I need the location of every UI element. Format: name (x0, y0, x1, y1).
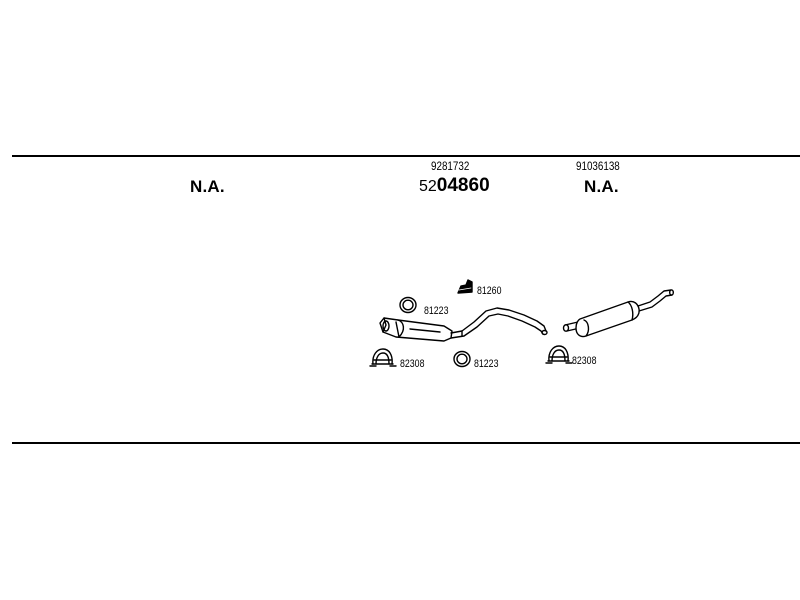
column3-oe-number: 91036138 (576, 159, 620, 173)
middle-silencer-icon (562, 289, 675, 338)
column2-reference-prefix: 52 (419, 178, 437, 195)
rubber-bracket-icon (457, 279, 473, 294)
exhaust-clamp-left-icon (369, 348, 397, 367)
exhaust-clamp-right-icon (545, 345, 573, 364)
column3-status: N.A. (584, 177, 619, 196)
rear-silencer-icon (379, 307, 548, 342)
clamp-right-part-number: 82308 (572, 355, 597, 367)
bracket-part-number: 81260 (477, 285, 502, 297)
top-divider (12, 155, 800, 157)
column1-status: N.A. (190, 177, 225, 196)
bottom-divider (12, 442, 800, 444)
seal-upper-part-number: 81223 (424, 305, 449, 317)
seal-lower-part-number: 81223 (474, 358, 499, 370)
clamp-left-part-number: 82308 (400, 358, 425, 370)
column2-reference-number: 04860 (436, 175, 490, 196)
seal-ring-lower-icon (453, 350, 471, 368)
column2-reference: 5204860 (419, 176, 490, 195)
seal-ring-upper-icon (399, 296, 417, 314)
column2-oe-number: 9281732 (431, 159, 470, 173)
